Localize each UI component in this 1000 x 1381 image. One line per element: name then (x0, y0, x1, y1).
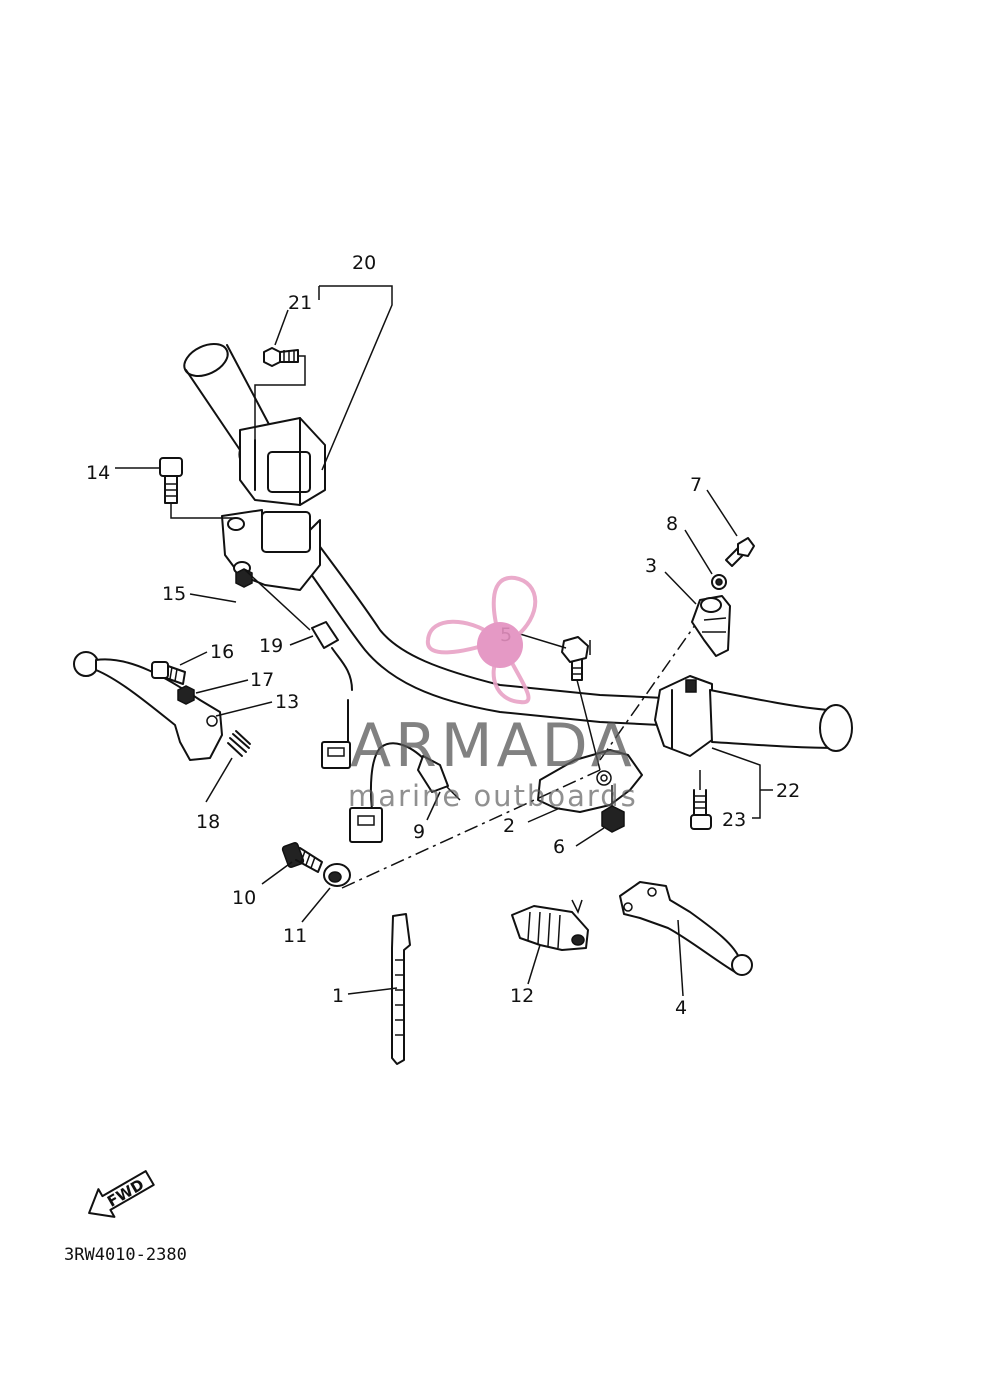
label-16: 16 (210, 641, 234, 663)
label-4: 4 (675, 997, 687, 1019)
nut-6 (601, 785, 625, 833)
label-2: 2 (503, 815, 515, 837)
propeller-logo-icon (425, 575, 538, 705)
label-15: 15 (162, 583, 186, 605)
watermark-brand: ARMADA (350, 711, 636, 781)
handlebar (289, 519, 666, 726)
label-9: 9 (413, 821, 425, 843)
label-19: 19 (259, 635, 283, 657)
throttle-grip (709, 689, 853, 752)
bracket-2 (537, 749, 643, 813)
forward-arrow-icon: FWD (88, 1170, 155, 1218)
nut-15 (235, 568, 253, 588)
screw-21 (254, 347, 306, 470)
screw-7 (725, 537, 755, 567)
label-17: 17 (250, 669, 274, 691)
label-13: 13 (275, 691, 299, 713)
washer-8 (711, 574, 727, 590)
bolt-16 (151, 661, 186, 685)
label-22: 22 (776, 780, 800, 802)
spring-18 (227, 730, 251, 757)
label-8: 8 (666, 513, 678, 535)
label-23: 23 (722, 809, 746, 831)
clutch-switch-19 (244, 569, 353, 769)
label-18: 18 (196, 811, 220, 833)
band-1 (391, 913, 411, 1065)
fwd-label: FWD (104, 1175, 147, 1210)
watermark-tagline: marine outboards (348, 779, 638, 813)
left-switch-assembly (239, 417, 326, 506)
switch-9 (349, 742, 461, 843)
nut-11 (323, 863, 351, 887)
bolt-10 (281, 842, 323, 873)
bolt-5 (561, 636, 601, 771)
label-10: 10 (232, 887, 256, 909)
bolt-14 (159, 457, 236, 519)
label-11: 11 (283, 925, 307, 947)
leader-lines (115, 285, 773, 997)
holder-12 (511, 899, 589, 951)
label-20: 20 (352, 252, 376, 274)
label-21: 21 (288, 292, 312, 314)
armada-logo: ARMADA marine outboards (348, 575, 638, 813)
label-7: 7 (690, 474, 702, 496)
clutch-lever (73, 651, 223, 761)
holder-3 (691, 595, 731, 657)
label-1: 1 (332, 985, 344, 1007)
screw-23 (690, 770, 712, 830)
label-12: 12 (510, 985, 534, 1007)
label-14: 14 (86, 462, 110, 484)
diagram-code: 3RW4010-2380 (64, 1245, 187, 1265)
label-3: 3 (645, 555, 657, 577)
nut-17 (177, 685, 195, 705)
label-6: 6 (553, 836, 565, 858)
lever-4 (619, 881, 753, 976)
throttle-housing-22 (654, 675, 713, 757)
